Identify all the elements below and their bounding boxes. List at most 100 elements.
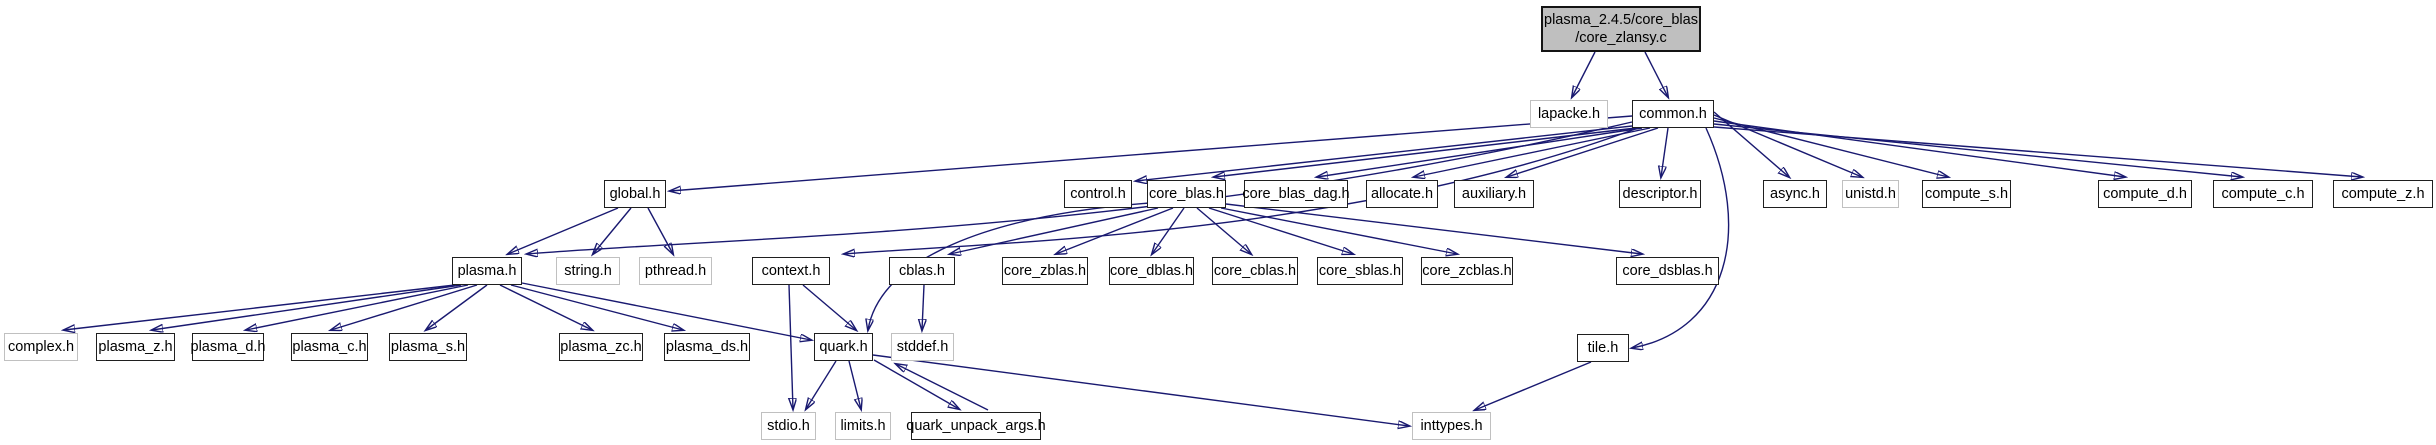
edge-common-h-to-context-h bbox=[844, 127, 1639, 254]
edge-common-h-to-core-blas-dag-h bbox=[1317, 127, 1643, 177]
node-plasma-h[interactable]: plasma.h bbox=[452, 257, 522, 285]
node-core-sblas-h[interactable]: core_sblas.h bbox=[1317, 257, 1403, 285]
node-core-dblas-h[interactable]: core_dblas.h bbox=[1109, 257, 1194, 285]
edge-common-h-to-plasma-h bbox=[527, 121, 1633, 254]
node-plasma-zc-h[interactable]: plasma_zc.h bbox=[559, 333, 643, 361]
node-label: core_dsblas.h bbox=[1622, 262, 1713, 279]
node-descriptor-h[interactable]: descriptor.h bbox=[1619, 180, 1701, 208]
node-quark-h[interactable]: quark.h bbox=[814, 333, 873, 361]
edge-context-h-to-quark-h bbox=[802, 284, 856, 330]
edge-quark-h-to-quark-unpack-args-h bbox=[873, 359, 959, 409]
node-lapacke-h[interactable]: lapacke.h bbox=[1530, 100, 1608, 128]
edge-tile-h-to-inttypes-h bbox=[1475, 361, 1592, 410]
edge-core-blas-h-to-core-cblas-h bbox=[1196, 207, 1251, 254]
edge-common-h-to-auxiliary-h bbox=[1507, 127, 1659, 177]
node-label: compute_z.h bbox=[2341, 185, 2425, 202]
edge-plasma-h-to-quark-h bbox=[521, 282, 811, 340]
edge-common-h-to-core-blas-h bbox=[1214, 127, 1637, 177]
node-label: inttypes.h bbox=[1420, 417, 1483, 434]
node-label: cblas.h bbox=[899, 262, 945, 279]
node-label: core_cblas.h bbox=[1213, 262, 1297, 279]
edge-common-h-to-unistd-h bbox=[1713, 114, 1862, 177]
node-label: stddef.h bbox=[896, 338, 949, 355]
node-label: plasma_z.h bbox=[98, 338, 173, 355]
node-core-zblas-h[interactable]: core_zblas.h bbox=[1002, 257, 1088, 285]
node-compute-d-h[interactable]: compute_d.h bbox=[2098, 180, 2192, 208]
node-label: context.h bbox=[761, 262, 821, 279]
node-label: plasma_c.h bbox=[292, 338, 367, 355]
node-limits-h[interactable]: limits.h bbox=[835, 412, 891, 440]
node-stddef-h[interactable]: stddef.h bbox=[891, 333, 954, 361]
node-label: string.h bbox=[564, 262, 612, 279]
node-common-h[interactable]: common.h bbox=[1632, 100, 1714, 128]
node-control-h[interactable]: control.h bbox=[1064, 180, 1132, 208]
node-pthread-h[interactable]: pthread.h bbox=[639, 257, 712, 285]
edge-core-blas-h-to-core-zblas-h bbox=[1056, 207, 1174, 254]
node-quark-unpack-args-h[interactable]: quark_unpack_args.h bbox=[906, 412, 1046, 440]
node-label: async.h bbox=[1770, 185, 1820, 202]
node-plasma-s-h[interactable]: plasma_s.h bbox=[389, 333, 467, 361]
edge-common-h-to-compute-d-h bbox=[1713, 120, 2125, 177]
node-complex-h[interactable]: complex.h bbox=[4, 333, 78, 361]
node-label: compute_d.h bbox=[2103, 185, 2187, 202]
node-label: core_blas.h bbox=[1149, 185, 1224, 202]
edge-context-h-to-stdio-h bbox=[789, 284, 793, 409]
node-label: plasma_ds.h bbox=[665, 338, 749, 355]
node-unistd-h[interactable]: unistd.h bbox=[1842, 180, 1899, 208]
node-core-blas-dag-h[interactable]: core_blas_dag.h bbox=[1242, 180, 1350, 208]
node-compute-c-h[interactable]: compute_c.h bbox=[2213, 180, 2313, 208]
node-plasma-d-h[interactable]: plasma_d.h bbox=[191, 333, 265, 361]
node-label: limits.h bbox=[840, 417, 886, 434]
node-string-h[interactable]: string.h bbox=[556, 257, 620, 285]
node-auxiliary-h[interactable]: auxiliary.h bbox=[1454, 180, 1534, 208]
edge-common-h-to-allocate-h bbox=[1414, 127, 1651, 177]
edge-common-h-to-async-h bbox=[1713, 111, 1789, 177]
node-label: core_dblas.h bbox=[1109, 262, 1194, 279]
node-global-h[interactable]: global.h bbox=[604, 180, 666, 208]
node-label: plasma.h bbox=[457, 262, 517, 279]
node-stdio-h[interactable]: stdio.h bbox=[761, 412, 816, 440]
node-core-zcblas-h[interactable]: core_zcblas.h bbox=[1421, 257, 1513, 285]
edge-common-h-to-compute-c-h bbox=[1713, 123, 2242, 177]
node-label: auxiliary.h bbox=[1461, 185, 1527, 202]
node-plasma-c-h[interactable]: plasma_c.h bbox=[291, 333, 368, 361]
node-label: pthread.h bbox=[644, 262, 707, 279]
node-label: compute_c.h bbox=[2221, 185, 2305, 202]
node-label: complex.h bbox=[7, 338, 75, 355]
node-async-h[interactable]: async.h bbox=[1763, 180, 1827, 208]
node-allocate-h[interactable]: allocate.h bbox=[1366, 180, 1438, 208]
node-label: unistd.h bbox=[1845, 185, 1896, 202]
node-core-blas-h[interactable]: core_blas.h bbox=[1147, 180, 1226, 208]
edge-plasma-h-to-plasma-zc-h bbox=[499, 284, 592, 330]
node-label: quark_unpack_args.h bbox=[906, 417, 1046, 434]
node-compute-s-h[interactable]: compute_s.h bbox=[1922, 180, 2011, 208]
edge-core-blas-h-to-core-sblas-h bbox=[1208, 207, 1353, 254]
node-core-zlansy-c: plasma_2.4.5/core_blas /core_zlansy.c bbox=[1541, 6, 1701, 52]
edge-plasma-h-to-plasma-c-h bbox=[331, 284, 478, 330]
node-core-dsblas-h[interactable]: core_dsblas.h bbox=[1616, 257, 1719, 285]
node-compute-z-h[interactable]: compute_z.h bbox=[2333, 180, 2433, 208]
node-cblas-h[interactable]: cblas.h bbox=[889, 257, 955, 285]
edge-common-h-to-global-h bbox=[670, 115, 1633, 191]
edge-quark-h-to-inttypes-h bbox=[872, 354, 1409, 426]
edge-global-h-to-string-h bbox=[593, 207, 632, 254]
node-plasma-z-h[interactable]: plasma_z.h bbox=[96, 333, 175, 361]
edge-core-blas-h-to-quark-h bbox=[868, 202, 1151, 330]
node-label: common.h bbox=[1639, 105, 1707, 122]
edge-core-zlansy-c-to-common-h bbox=[1644, 51, 1668, 97]
edge-quark-h-to-limits-h bbox=[848, 360, 861, 409]
node-core-cblas-h[interactable]: core_cblas.h bbox=[1212, 257, 1298, 285]
node-plasma-ds-h[interactable]: plasma_ds.h bbox=[664, 333, 750, 361]
node-label: plasma_s.h bbox=[390, 338, 466, 355]
node-label: core_sblas.h bbox=[1318, 262, 1402, 279]
edge-common-h-to-descriptor-h bbox=[1661, 127, 1669, 177]
node-label: allocate.h bbox=[1370, 185, 1434, 202]
edge-global-h-to-plasma-h bbox=[508, 207, 619, 254]
node-label: core_blas_dag.h bbox=[1242, 185, 1350, 202]
node-tile-h[interactable]: tile.h bbox=[1577, 334, 1629, 362]
node-context-h[interactable]: context.h bbox=[752, 257, 830, 285]
node-label: tile.h bbox=[1587, 339, 1619, 356]
node-inttypes-h[interactable]: inttypes.h bbox=[1412, 412, 1491, 440]
